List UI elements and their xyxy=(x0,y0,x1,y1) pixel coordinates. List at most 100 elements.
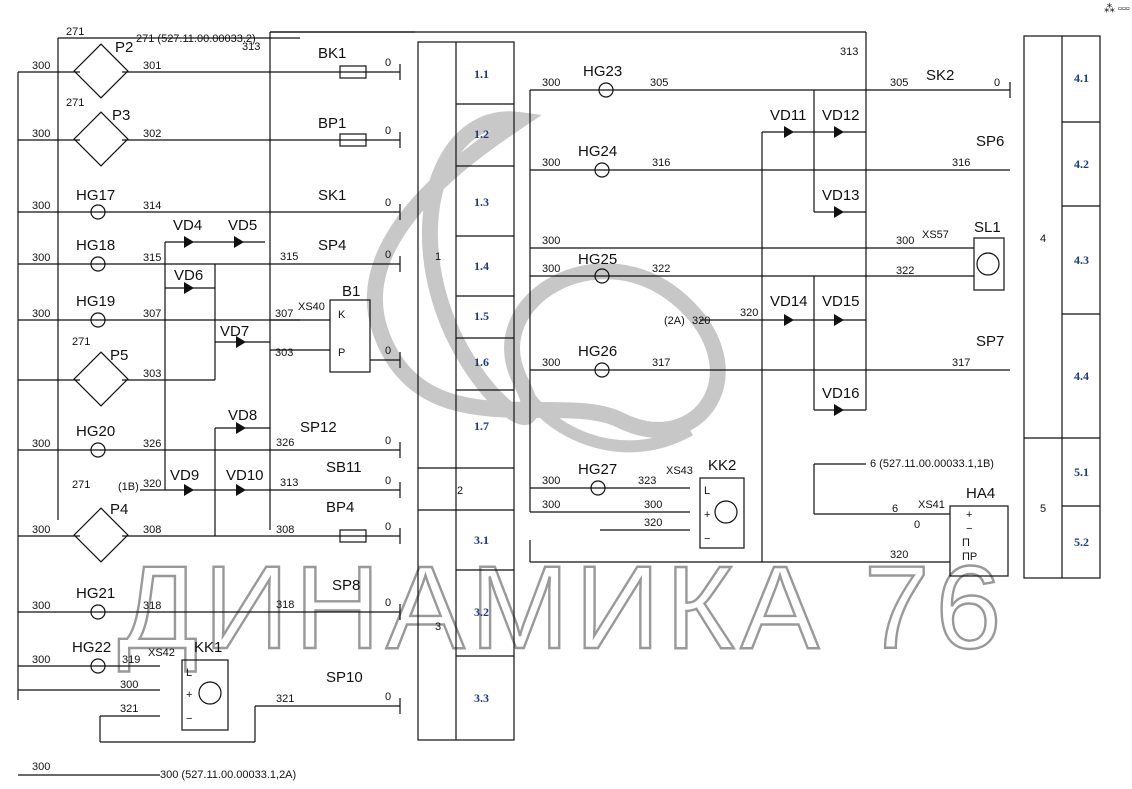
svg-text:0: 0 xyxy=(385,125,391,137)
lamp-hg26: 300 HG26 317 xyxy=(530,343,1010,378)
svg-text:271: 271 xyxy=(66,26,84,38)
diode-vd15: VD15 xyxy=(822,293,860,326)
svg-text:323: 323 xyxy=(638,475,656,487)
sensor-b1: B1 XS40 307 303 0 K P xyxy=(270,283,401,373)
svg-text:321: 321 xyxy=(276,693,294,705)
svg-text:317: 317 xyxy=(952,357,970,369)
svg-text:2: 2 xyxy=(457,485,463,497)
diode-vd16: VD16 xyxy=(822,385,860,416)
svg-text:300: 300 xyxy=(32,200,50,212)
svg-text:1.2: 1.2 xyxy=(474,127,489,141)
svg-text:302: 302 xyxy=(143,128,161,140)
sensor-sp12: SP12 326 0 xyxy=(276,419,401,458)
svg-text:P5: P5 xyxy=(110,347,128,364)
sensor-sp8: SP8 318 0 xyxy=(276,577,401,620)
svg-text:(1B): (1B) xyxy=(118,481,139,493)
diode-vd14: VD14 xyxy=(770,293,808,326)
svg-text:SL1: SL1 xyxy=(974,219,1001,236)
svg-text:SP6: SP6 xyxy=(976,133,1004,150)
svg-text:301: 301 xyxy=(143,60,161,72)
svg-text:(2A): (2A) xyxy=(664,315,685,327)
svg-text:5.2: 5.2 xyxy=(1074,535,1089,549)
svg-text:BP4: BP4 xyxy=(326,499,354,516)
svg-text:VD13: VD13 xyxy=(822,187,860,204)
sensor-sl1: SL1 XS57 300 322 xyxy=(530,219,1005,291)
sensor-sp4: SP4 315 0 xyxy=(280,237,401,272)
svg-text:322: 322 xyxy=(896,265,914,277)
relay-p5: 271 P5 303 xyxy=(18,336,215,407)
svg-text:300: 300 xyxy=(542,235,560,247)
svg-text:300: 300 xyxy=(32,600,50,612)
watermark-text: ДИНАМИКА 76 xyxy=(118,542,1007,674)
svg-text:326: 326 xyxy=(143,438,161,450)
svg-text:−: − xyxy=(704,533,710,545)
svg-text:−: − xyxy=(966,523,972,535)
diode-vd13: VD13 xyxy=(822,187,860,218)
relay-p3: 300 P3 302 xyxy=(18,107,330,167)
svg-text:0: 0 xyxy=(385,691,391,703)
sensor-bp1: BP1 0 xyxy=(318,115,401,148)
svg-text:1.6: 1.6 xyxy=(474,355,489,369)
relay-p2: 300 P2 301 271 xyxy=(18,39,330,109)
svg-text:SP10: SP10 xyxy=(326,669,363,686)
svg-text:320: 320 xyxy=(644,517,662,529)
svg-text:316: 316 xyxy=(652,157,670,169)
switch-sk2: SK2 305 0 xyxy=(890,67,1011,98)
svg-text:P4: P4 xyxy=(110,501,128,518)
svg-text:HG27: HG27 xyxy=(578,461,617,478)
sensor-bk1: BK1 0 xyxy=(318,45,401,80)
svg-text:313: 313 xyxy=(280,477,298,489)
horn-ha4: HA4 XS41 6 0 320 + − П ПР xyxy=(890,485,1009,577)
svg-text:0: 0 xyxy=(385,475,391,487)
diode-vd6: VD6 xyxy=(165,267,215,294)
svg-text:0: 0 xyxy=(994,77,1000,89)
svg-text:HG22: HG22 xyxy=(72,639,111,656)
svg-text:+: + xyxy=(186,689,192,701)
svg-text:3: 3 xyxy=(435,621,441,633)
svg-text:HG24: HG24 xyxy=(578,143,617,160)
lamp-hg22: 300 HG22 319 xyxy=(18,639,160,674)
svg-text:HG26: HG26 xyxy=(578,343,617,360)
svg-text:VD7: VD7 xyxy=(220,323,249,340)
svg-text:SP4: SP4 xyxy=(318,237,346,254)
svg-text:P3: P3 xyxy=(112,107,130,124)
svg-text:0: 0 xyxy=(385,345,391,357)
svg-text:VD5: VD5 xyxy=(228,217,257,234)
svg-text:HG25: HG25 xyxy=(578,251,617,268)
diode-vd5: VD5 xyxy=(228,217,257,248)
svg-text:320: 320 xyxy=(890,549,908,561)
svg-text:4.3: 4.3 xyxy=(1074,253,1089,267)
svg-text:4.2: 4.2 xyxy=(1074,157,1089,171)
svg-text:300: 300 xyxy=(32,60,50,72)
svg-text:L: L xyxy=(186,667,192,679)
svg-text:XS57: XS57 xyxy=(922,229,949,241)
svg-text:+: + xyxy=(966,509,972,521)
svg-text:307: 307 xyxy=(275,308,293,320)
svg-text:308: 308 xyxy=(143,524,161,536)
lamp-hg25: 300 HG25 322 xyxy=(542,251,670,284)
svg-text:300: 300 xyxy=(32,654,50,666)
corner-mark: ⁂ ▫▫▫ xyxy=(1104,3,1130,15)
diode-vd12: VD12 xyxy=(822,107,860,138)
svg-text:SB11: SB11 xyxy=(326,459,362,476)
svg-text:HA4: HA4 xyxy=(966,485,995,502)
lamp-hg24: 300 HG24 316 xyxy=(530,143,1010,178)
svg-text:300: 300 xyxy=(32,761,50,773)
svg-text:3.1: 3.1 xyxy=(474,533,489,547)
svg-text:1.7: 1.7 xyxy=(474,419,489,433)
svg-text:HG20: HG20 xyxy=(76,423,115,440)
svg-text:0: 0 xyxy=(385,597,391,609)
lamp-hg23: 300 HG23 305 xyxy=(530,63,1010,98)
diode-vd9: VD9 xyxy=(140,467,270,496)
svg-text:303: 303 xyxy=(275,347,293,359)
relay-kk1: KK1 XS42 L + − xyxy=(148,639,229,731)
sensor-sp10: SP10 321 0 xyxy=(255,669,401,714)
svg-text:HG18: HG18 xyxy=(76,237,115,254)
svg-text:P: P xyxy=(338,347,345,359)
svg-text:VD10: VD10 xyxy=(226,467,264,484)
svg-text:318: 318 xyxy=(143,600,161,612)
svg-text:SP12: SP12 xyxy=(300,419,337,436)
svg-text:3.3: 3.3 xyxy=(474,691,489,705)
svg-text:4.1: 4.1 xyxy=(1074,71,1089,85)
svg-text:SK2: SK2 xyxy=(926,67,954,84)
